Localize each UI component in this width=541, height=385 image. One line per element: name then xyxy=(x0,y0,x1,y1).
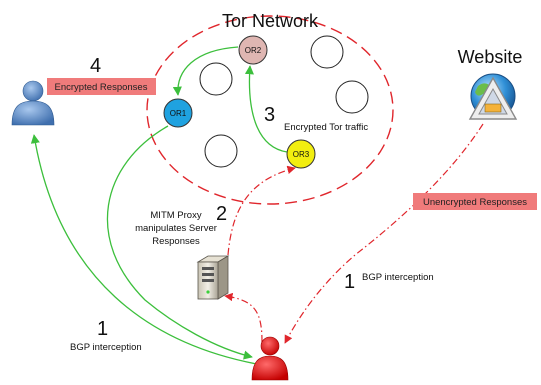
arrow-proxy-to-or3 xyxy=(227,165,296,256)
step-4-number: 4 xyxy=(90,55,101,77)
or3-label: OR3 xyxy=(293,150,310,159)
mitm-label-line2: manipulates Server xyxy=(135,223,217,234)
tor-network-boundary xyxy=(146,15,394,205)
or2-node: OR2 xyxy=(238,35,268,65)
or3-node: OR3 xyxy=(286,139,316,169)
mitm-label-line1: MITM Proxy xyxy=(150,210,201,221)
arrow-or3-to-or2 xyxy=(244,65,288,153)
or1-label: OR1 xyxy=(170,109,187,118)
unencrypted-responses-label: Unencrypted Responses xyxy=(423,197,527,208)
server-icon xyxy=(196,255,230,300)
step-2-number: 2 xyxy=(216,203,227,225)
step-3-number: 3 xyxy=(264,104,275,126)
encrypted-tor-traffic-label: Encrypted Tor traffic xyxy=(284,122,368,133)
encrypted-responses-label: Encrypted Responses xyxy=(55,82,148,93)
arrow-website-to-attacker xyxy=(284,123,484,344)
tor-relay-node xyxy=(310,35,344,69)
user-icon xyxy=(11,80,55,126)
arrow-or2-to-or1 xyxy=(172,46,239,96)
attacker-icon xyxy=(251,336,289,381)
step-1-number-right: 1 xyxy=(344,271,355,293)
globe-icon xyxy=(468,73,518,120)
bgp-interception-right: BGP interception xyxy=(362,272,434,283)
website-label: Website xyxy=(458,47,523,67)
arrow-attacker-to-user xyxy=(30,134,263,366)
tor-network-label: Tor Network xyxy=(222,11,319,31)
tor-relay-node xyxy=(199,62,233,96)
tor-relay-node xyxy=(204,134,238,168)
or1-node: OR1 xyxy=(163,98,193,128)
arrow-attacker-to-proxy xyxy=(224,292,263,343)
encrypted-responses-band xyxy=(47,78,156,95)
bgp-interception-left: BGP interception xyxy=(70,342,142,353)
mitm-label-line3: Responses xyxy=(152,236,200,247)
or2-label: OR2 xyxy=(245,46,262,55)
tor-relay-node xyxy=(335,80,369,114)
unencrypted-responses-band xyxy=(413,193,537,210)
step-1-number-left: 1 xyxy=(97,318,108,340)
arrow-or1-to-attacker xyxy=(106,125,253,360)
